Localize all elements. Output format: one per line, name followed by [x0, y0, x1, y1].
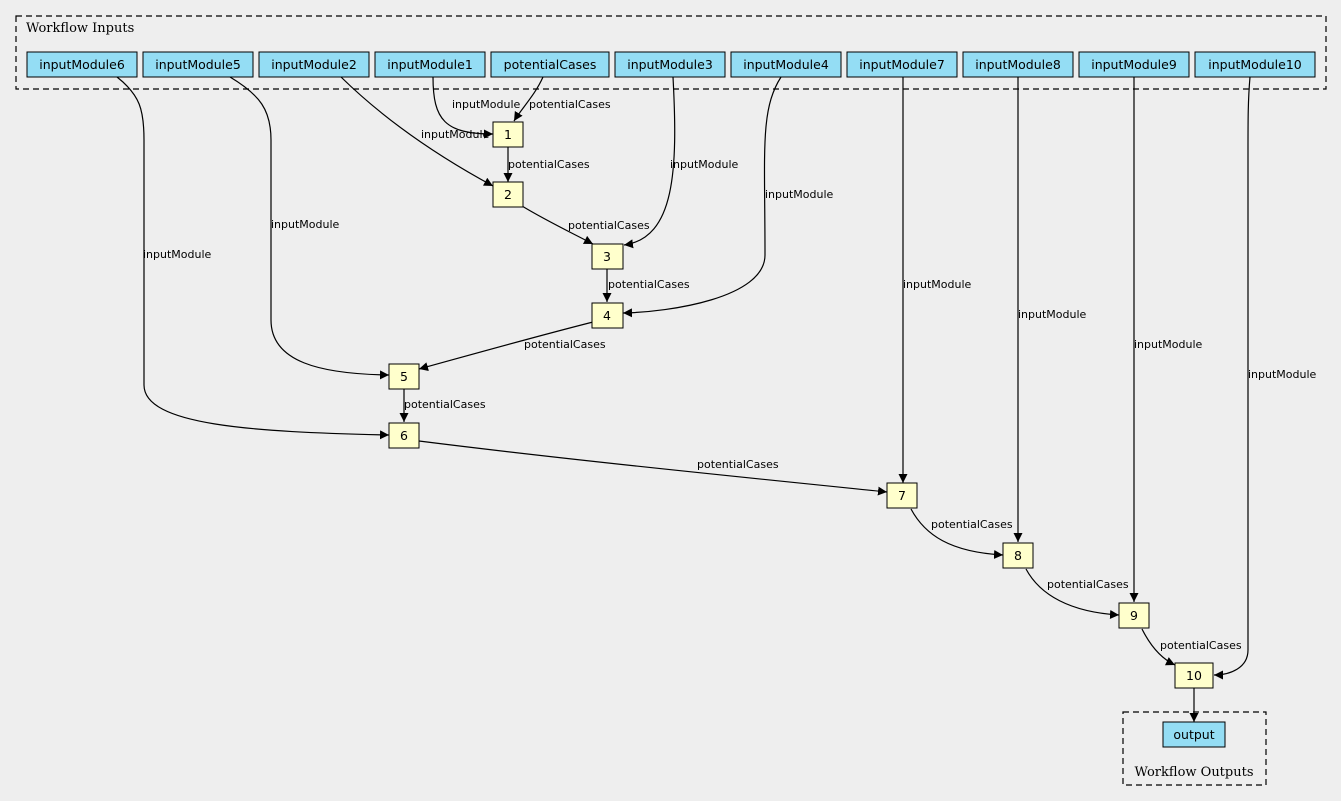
input-node-inputmodule7[interactable]: inputModule7	[846, 51, 958, 78]
step-node-label: 3	[603, 249, 611, 264]
edge-label-inputmodule1-to-step-1: inputModule	[452, 98, 521, 111]
input-node-inputmodule8[interactable]: inputModule8	[962, 51, 1074, 78]
output-node-label: output	[1173, 727, 1214, 742]
edge-step-7-to-step-8	[910, 508, 1004, 559]
input-node-potentialcases[interactable]: potentialCases	[490, 51, 610, 78]
step-node-5[interactable]: 5	[388, 363, 420, 390]
edge-label-inputmodule8-to-step-8: inputModule	[1018, 308, 1087, 321]
edge-label-inputmodule4-to-step-4: inputModule	[765, 188, 834, 201]
step-node-10[interactable]: 10	[1174, 662, 1214, 689]
input-node-label: inputModule3	[627, 57, 713, 72]
edge-inputmodule2-to-step-2	[340, 76, 494, 187]
edge-label-inputmodule2-to-step-2: inputModule	[421, 128, 490, 141]
input-node-label: inputModule1	[387, 57, 473, 72]
step-node-8[interactable]: 8	[1002, 542, 1034, 569]
input-node-label: inputModule6	[39, 57, 125, 72]
step-node-label: 2	[504, 187, 512, 202]
edge-label-step-3-to-step-4: potentialCases	[608, 278, 690, 291]
input-node-inputmodule9[interactable]: inputModule9	[1078, 51, 1190, 78]
edge-inputmodule10-to-step-10	[1213, 76, 1251, 680]
input-node-inputmodule10[interactable]: inputModule10	[1194, 51, 1316, 78]
workflow-inputs-frame	[15, 15, 1327, 90]
input-node-label: inputModule10	[1208, 57, 1302, 72]
edge-label-potentialcases-to-step-1: potentialCases	[529, 98, 611, 111]
edge-inputmodule6-to-step-6	[116, 76, 390, 440]
edge-label-step-5-to-step-6: potentialCases	[404, 398, 486, 411]
edge-label-step-7-to-step-8: potentialCases	[931, 518, 1013, 531]
input-node-inputmodule2[interactable]: inputModule2	[258, 51, 370, 78]
edge-label-step-1-to-step-2: potentialCases	[508, 158, 590, 171]
edge-label-inputmodule9-to-step-9: inputModule	[1134, 338, 1203, 351]
input-node-label: inputModule4	[743, 57, 829, 72]
input-node-label: inputModule2	[271, 57, 357, 72]
step-node-label: 7	[898, 488, 906, 503]
input-node-label: potentialCases	[504, 57, 597, 72]
step-node-1[interactable]: 1	[492, 121, 524, 148]
edge-label-step-9-to-step-10: potentialCases	[1160, 639, 1242, 652]
step-node-label: 5	[400, 369, 408, 384]
input-node-label: inputModule8	[975, 57, 1061, 72]
step-node-2[interactable]: 2	[492, 181, 524, 208]
input-node-inputmodule1[interactable]: inputModule1	[374, 51, 486, 78]
edge-inputmodule3-to-step-3	[623, 76, 676, 249]
step-node-3[interactable]: 3	[591, 243, 624, 270]
edge-label-step-6-to-step-7: potentialCases	[697, 458, 779, 471]
edge-label-inputmodule10-to-step-10: inputModule	[1248, 368, 1317, 381]
workflow-inputs-cluster: Workflow Inputs	[15, 15, 1327, 90]
step-node-4[interactable]: 4	[591, 302, 624, 329]
edge-potentialcases-to-step-1	[513, 76, 544, 122]
step-node-label: 8	[1014, 548, 1022, 563]
edge-inputmodule4-to-step-4	[622, 76, 782, 318]
input-node-inputmodule4[interactable]: inputModule4	[730, 51, 842, 78]
step-nodes-layer: 1 2 3 4 5 6 7 8	[388, 121, 1214, 689]
edge-label-inputmodule3-to-step-3: inputModule	[670, 158, 739, 171]
step-node-label: 4	[603, 308, 611, 323]
workflow-inputs-label: Workflow Inputs	[26, 21, 134, 36]
edge-label-inputmodule7-to-step-7: inputModule	[903, 278, 972, 291]
input-node-inputmodule6[interactable]: inputModule6	[26, 51, 138, 78]
edge-step-6-to-step-7	[418, 440, 888, 496]
step-node-label: 1	[504, 127, 512, 142]
step-node-label: 10	[1186, 668, 1202, 683]
edge-inputmodule1-to-step-1	[432, 76, 494, 139]
workflow-outputs-label: Workflow Outputs	[1135, 765, 1254, 780]
edges-layer: inputModule potentialCases potentialCase…	[116, 76, 1317, 722]
edge-label-step-4-to-step-5: potentialCases	[524, 338, 606, 351]
edge-step-2-to-step-3	[521, 205, 594, 245]
output-nodes-layer: output	[1162, 721, 1226, 748]
input-node-inputmodule5[interactable]: inputModule5	[142, 51, 254, 78]
input-node-label: inputModule9	[1091, 57, 1177, 72]
edge-inputmodule5-to-step-5	[229, 76, 390, 380]
edge-label-inputmodule6-to-step-6: inputModule	[143, 248, 212, 261]
output-node-output[interactable]: output	[1162, 721, 1226, 748]
step-node-6[interactable]: 6	[388, 422, 420, 449]
edge-step-9-to-step-10	[1141, 628, 1176, 666]
step-node-label: 6	[400, 428, 408, 443]
edge-step-8-to-step-9	[1025, 568, 1120, 619]
step-node-label: 9	[1130, 608, 1138, 623]
step-node-9[interactable]: 9	[1118, 602, 1150, 629]
edge-step-4-to-step-5	[418, 321, 594, 371]
edge-label-step-8-to-step-9: potentialCases	[1047, 578, 1129, 591]
edge-label-inputmodule5-to-step-5: inputModule	[271, 218, 340, 231]
input-node-label: inputModule7	[859, 57, 945, 72]
step-node-7[interactable]: 7	[886, 482, 918, 509]
input-nodes-layer: inputModule6 inputModule5 inputModule2 i…	[26, 51, 1316, 78]
edge-label-step-2-to-step-3: potentialCases	[568, 219, 650, 232]
input-node-label: inputModule5	[155, 57, 241, 72]
input-node-inputmodule3[interactable]: inputModule3	[614, 51, 726, 78]
